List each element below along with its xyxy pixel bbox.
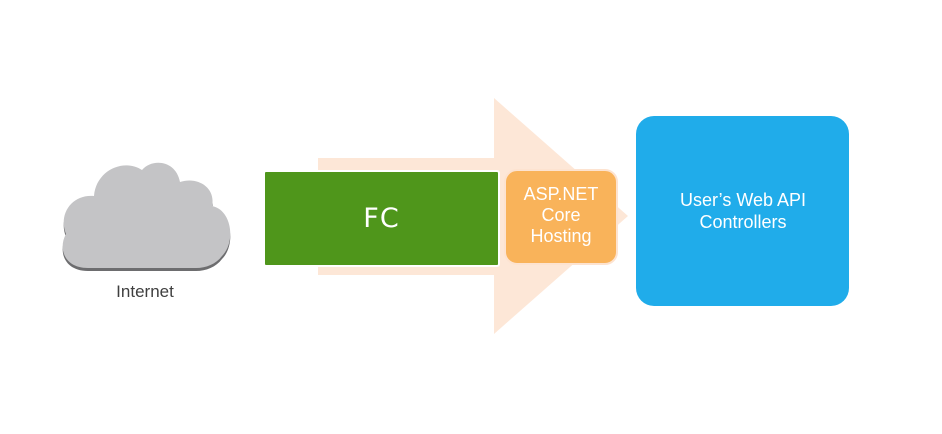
aspnet-core-hosting-box: [504, 169, 618, 265]
fc-box: [263, 170, 500, 267]
web-api-controllers-box: [636, 116, 849, 306]
aspnet-core-hosting-label: ASP.NET Core Hosting: [523, 184, 599, 246]
fc-label: FC: [363, 203, 400, 234]
cloud-icon: [62, 162, 231, 271]
internet-label: Internet: [116, 282, 174, 301]
web-api-controllers-label: User’s Web API Controllers: [679, 190, 807, 232]
